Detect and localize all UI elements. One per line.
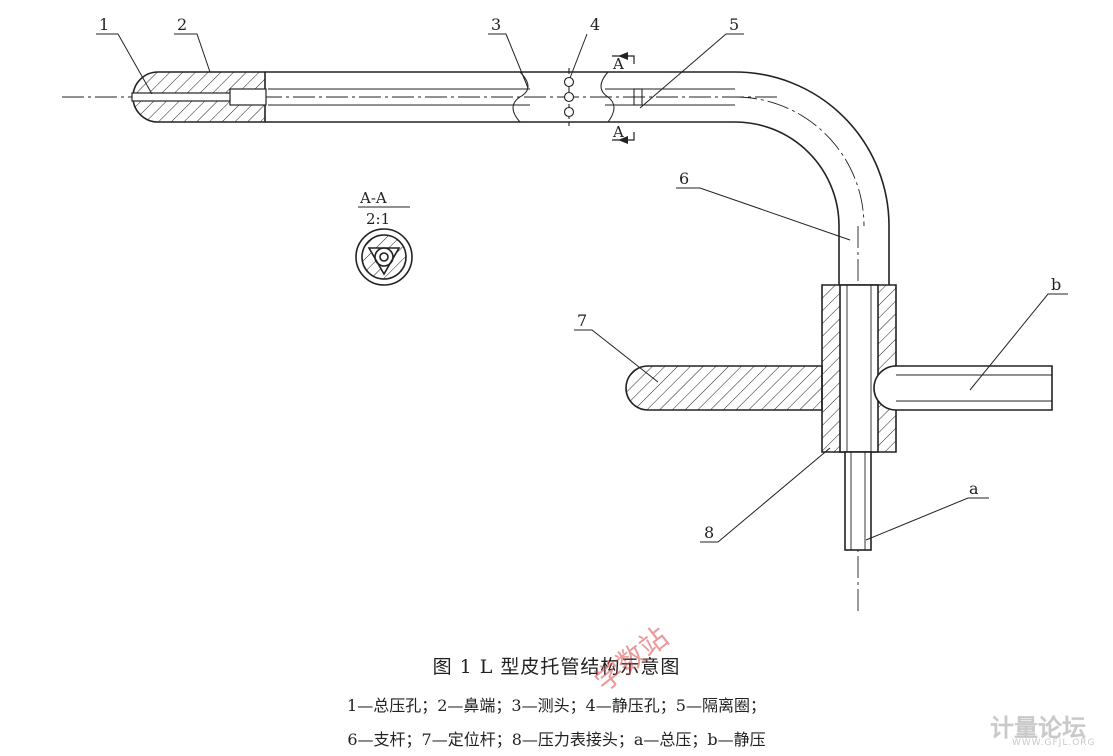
isolation-ring: [633, 88, 643, 106]
label-5: 5: [729, 15, 739, 34]
total-pressure-outlet: [844, 451, 872, 551]
static-pressure-outlet: [873, 365, 1053, 411]
figure-title: 图 1 L 型皮托管结构示意图: [432, 656, 681, 678]
positioning-rod: [625, 365, 823, 411]
label-2: 2: [177, 15, 187, 34]
cut-mark-bottom: A: [612, 123, 624, 141]
section-scale: 2:1: [366, 210, 390, 228]
section-view-circle: [355, 228, 413, 286]
tube-bend-inner: [734, 121, 840, 285]
total-pressure-hole: [131, 92, 233, 102]
leader-lines: [96, 33, 1068, 543]
url-watermark: WWW.GFJL.ORG: [1012, 738, 1096, 748]
label-a: a: [969, 479, 979, 498]
label-6: 6: [679, 169, 689, 188]
section-title: A-A: [359, 189, 387, 207]
label-b: b: [1051, 275, 1061, 294]
legend-line-1: 1—总压孔；2—鼻端；3—测头；4—静压孔；5—隔离圈；: [347, 696, 766, 715]
cut-mark-top: A: [612, 55, 624, 73]
static-pressure-holes: [563, 68, 575, 126]
label-1: 1: [99, 15, 109, 34]
label-8: 8: [704, 523, 714, 542]
tube-bend-outer: [734, 71, 890, 285]
legend-line-2: 6—支杆；7—定位杆；8—压力表接头；a—总压；b—静压: [347, 730, 766, 749]
logo-watermark: 计量论坛: [990, 714, 1086, 742]
nose-bore: [229, 88, 267, 106]
label-3: 3: [491, 15, 501, 34]
label-7: 7: [577, 311, 587, 330]
label-4: 4: [590, 15, 600, 34]
